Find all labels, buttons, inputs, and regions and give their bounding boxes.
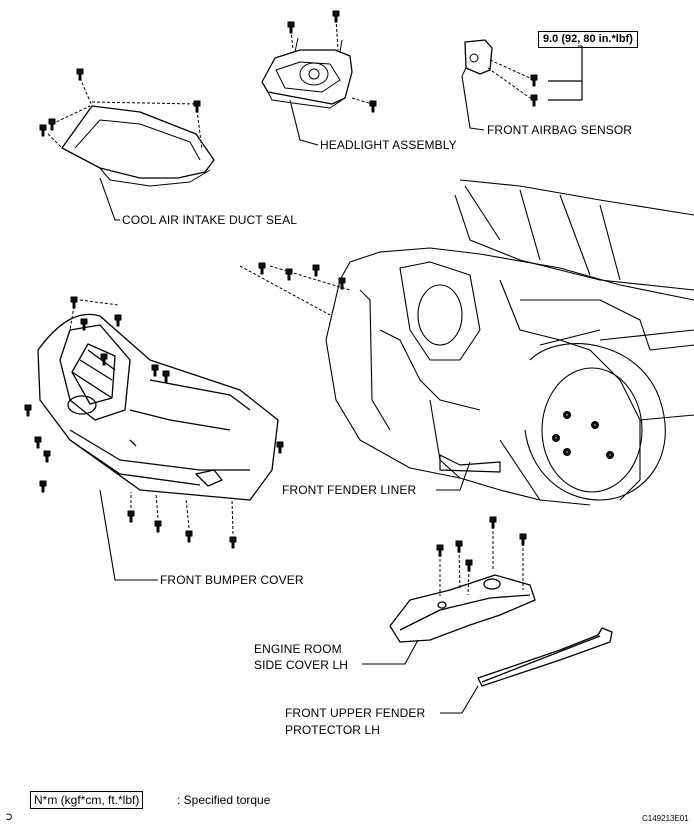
engine-room-side-cover-part (389, 574, 536, 643)
corner-mark: Ↄ (6, 812, 13, 822)
leader-lines (99, 75, 485, 714)
front-fender-liner-label: FRONT FENDER LINER (282, 483, 417, 497)
vehicle-front-body (325, 179, 694, 506)
torque-legend-description: : Specified torque (177, 793, 271, 807)
front-airbag-sensor-label: FRONT AIRBAG SENSOR (487, 123, 633, 137)
engine-room-side-cover-label-line2: SIDE COVER LH (254, 658, 348, 672)
torque-unit-legend-box: N*m (kgf*cm, ft.*lbf) (30, 791, 144, 809)
front-bumper-cover-part (37, 313, 279, 501)
headlight-assembly-part (261, 37, 353, 109)
front-upper-fender-protector-label-line1: FRONT UPPER FENDER (285, 706, 426, 720)
front-upper-fender-protector-label-line2: PROTECTOR LH (285, 723, 380, 737)
front-upper-fender-protector-part (477, 627, 613, 687)
front-airbag-sensor-part (461, 39, 493, 77)
engine-room-side-cover-label-line1: ENGINE ROOM (254, 642, 342, 656)
cool-air-intake-duct-seal-part (61, 105, 215, 187)
front-bumper-cover-label: FRONT BUMPER COVER (160, 573, 304, 587)
figure-code: C149213E01 (642, 814, 689, 823)
headlight-assembly-label: HEADLIGHT ASSEMBLY (320, 138, 457, 152)
cool-air-intake-duct-seal-label: COOL AIR INTAKE DUCT SEAL (122, 213, 297, 227)
torque-spec-box: 9.0 (92, 80 in.*lbf) (538, 31, 638, 48)
